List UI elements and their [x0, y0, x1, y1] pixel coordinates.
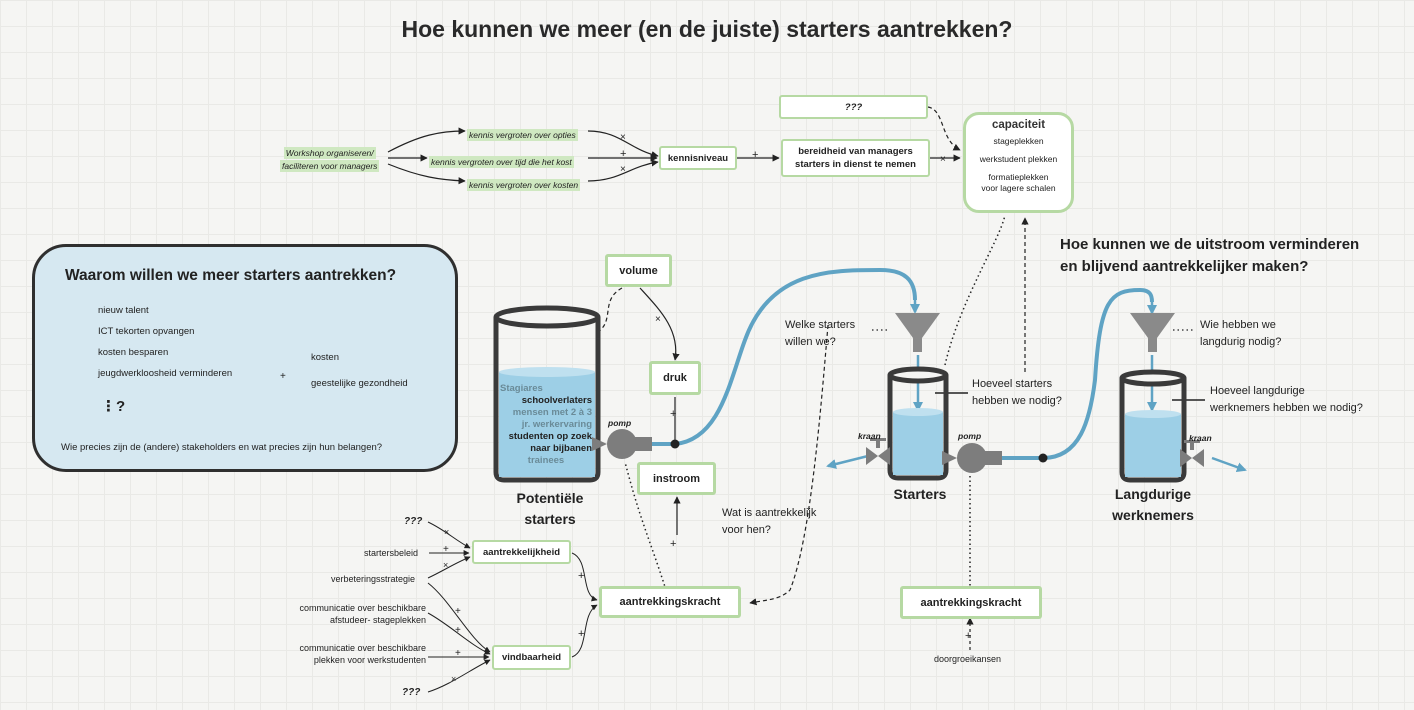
kraan-label: kraan	[1189, 433, 1212, 443]
sign: +	[443, 544, 449, 555]
unknown-node: ???	[779, 95, 928, 119]
sign: ×	[655, 314, 661, 325]
kennis-kosten: kennis vergroten over kosten	[467, 179, 581, 191]
cap-item: voor lagere schalen	[981, 183, 1056, 193]
sign: +	[578, 570, 585, 582]
why-title: Waarom willen we meer starters aantrekke…	[65, 267, 397, 284]
sign: +	[280, 371, 286, 382]
kraan-label: kraan	[858, 431, 881, 441]
sign: +	[670, 408, 677, 420]
capaciteit-title: capaciteit	[991, 119, 1046, 131]
cap-item: werkstudent plekken	[979, 154, 1058, 164]
druk-node: druk	[649, 361, 701, 395]
starters-label: Starters	[893, 486, 947, 502]
factor-verbeteringsstrategie: verbeteringsstrategie	[331, 574, 416, 584]
factor-startersbeleid: startersbeleid	[364, 548, 419, 558]
why-sub: geestelijke gezondheid	[311, 378, 408, 389]
factor-unknown: ???	[404, 516, 423, 527]
why-item: ICT tekorten opvangen	[98, 326, 195, 337]
sign: ×	[940, 154, 946, 165]
sign: ×	[620, 132, 626, 143]
funnel-icon	[895, 313, 940, 352]
kennisniveau-node: kennisniveau	[659, 146, 737, 170]
why-more: ⋮?	[101, 398, 126, 415]
sign: ×	[444, 527, 450, 537]
why-item: kosten besparen	[98, 347, 169, 358]
kennis-tijd: kennis vergroten over tijd die het kost	[429, 156, 574, 168]
sign: +	[455, 606, 461, 617]
aantrekkingskracht-node: aantrekkingskracht	[599, 586, 741, 618]
sign: +	[455, 625, 461, 636]
vindbaarheid-node: vindbaarheid	[492, 645, 571, 670]
why-item: jeugdwerkloosheid verminderen	[98, 368, 233, 379]
sign: ×	[443, 560, 449, 570]
cap-item: stageplekken	[993, 136, 1044, 146]
why-sub: kosten	[311, 352, 339, 363]
why-box: Waarom willen we meer starters aantrekke…	[32, 244, 458, 472]
why-item: nieuw talent	[98, 305, 149, 316]
sign: ×	[620, 164, 626, 175]
pool-tank	[493, 305, 601, 483]
pomp-label: pomp	[958, 431, 982, 441]
kennis-opties: kennis vergroten over opties	[467, 129, 578, 141]
pool-contents: Stagiares schoolverlaters mensen met 2 à…	[500, 383, 592, 466]
aantrekkingskracht2-node: aantrekkingskracht	[900, 586, 1042, 619]
starters-tank	[887, 366, 949, 481]
doorgroeikansen-label: doorgroeikansen	[934, 654, 1002, 664]
instroom-node: instroom	[637, 462, 716, 495]
page-title: Hoe kunnen we meer (en de juiste) starte…	[401, 16, 1013, 42]
sign: ×	[451, 674, 457, 684]
sign: +	[752, 149, 759, 161]
capaciteit-node: capaciteit stageplekken werkstudent plek…	[963, 112, 1074, 213]
why-footer: Wie precies zijn de (andere) stakeholder…	[61, 442, 383, 453]
pomp-label: pomp	[608, 418, 632, 428]
funnel-icon	[1130, 313, 1175, 352]
langdurig-tank	[1119, 369, 1187, 483]
sign: +	[670, 538, 677, 550]
sign: +	[455, 648, 461, 659]
sign: +	[578, 628, 585, 640]
aantrekkelijkheid-node: aantrekkelijkheid	[472, 540, 571, 564]
sign: +	[620, 148, 627, 160]
workshop-node: Workshop organiseren/faciliteren voor ma…	[280, 147, 380, 172]
volume-node: volume	[605, 254, 672, 287]
sign: +	[965, 630, 972, 642]
factor-unknown: ???	[402, 687, 421, 698]
cap-item: formatieplekken	[988, 172, 1049, 182]
